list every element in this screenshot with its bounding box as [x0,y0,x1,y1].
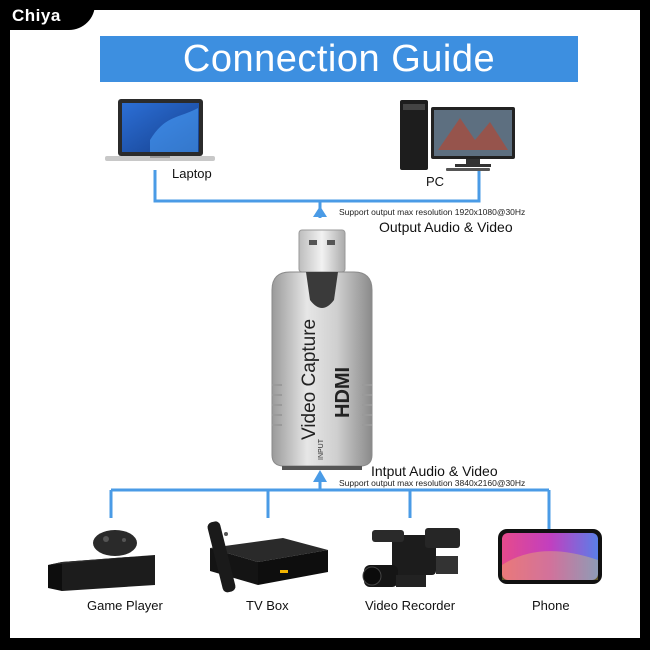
brand-badge: Chiya [0,0,95,30]
hdmi-logo: HDMI [332,367,354,418]
device-label-tv-box: TV Box [246,598,289,613]
input-label: Intput Audio & Video [371,463,498,479]
video-capture-device: Video Capture HDMI INPUT [271,229,373,470]
output-resolution-note: Support output max resolution 1920x1080@… [339,207,526,217]
device-label-game-player: Game Player [87,598,163,613]
pc-icon [400,100,515,171]
input-port-label: INPUT [318,438,325,460]
input-resolution-note: Support output max resolution 3840x2160@… [339,478,526,488]
page-title: Connection Guide [182,38,496,80]
device-label-phone: Phone [532,598,570,613]
tv-box-icon [207,521,328,593]
laptop-icon [105,99,215,161]
brand-name: Chiya [12,6,61,25]
game-console-icon [48,530,155,591]
input-arrow-icon [313,470,327,482]
device-label-laptop: Laptop [172,166,212,181]
device-label-pc: PC [426,174,445,189]
input-connector-lines [109,478,551,530]
device-text: Video Capture [299,319,320,440]
output-label: Output Audio & Video [379,219,513,235]
phone-icon [498,529,602,584]
device-label-video-recorder: Video Recorder [365,598,456,613]
output-arrow-icon [313,206,327,217]
title-banner: Connection Guide [100,36,578,82]
video-camera-icon [362,528,460,587]
